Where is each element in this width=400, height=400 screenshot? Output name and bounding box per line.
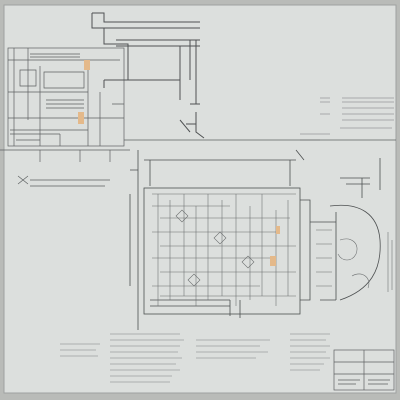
upper-left-highlights xyxy=(78,60,90,124)
title-block xyxy=(333,349,395,391)
paper-sheet xyxy=(3,4,397,394)
main-plan-detail xyxy=(152,193,393,306)
general-notes xyxy=(60,333,330,383)
main-plan-highlights xyxy=(270,226,280,266)
main-plan xyxy=(129,149,381,330)
building-outline-top xyxy=(91,12,205,139)
upper-left-plan xyxy=(0,47,130,187)
